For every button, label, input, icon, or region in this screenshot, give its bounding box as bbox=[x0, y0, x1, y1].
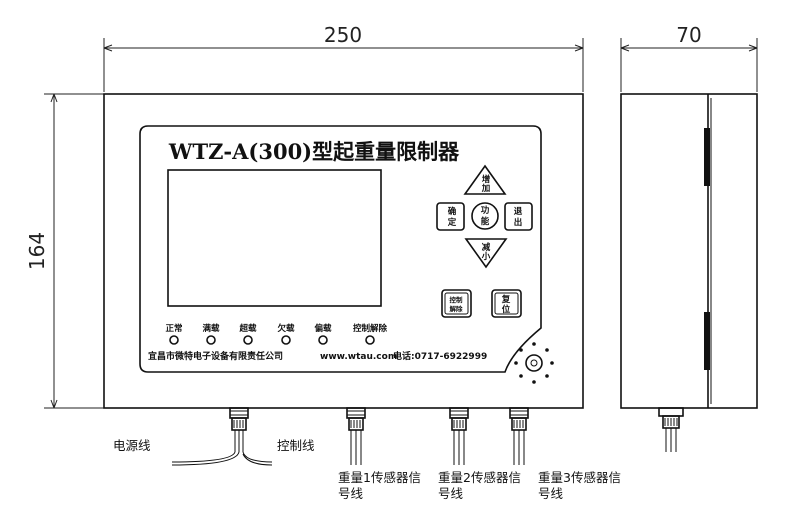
indicator-label-normal: 正常 bbox=[165, 323, 182, 334]
indicator-label-overload: 超载 bbox=[238, 323, 257, 334]
indicator-row: 正常 满载 超载 欠载 偏载 控制解除 bbox=[165, 323, 388, 345]
svg-text:减: 减 bbox=[482, 242, 491, 253]
depth-dimension: 70 bbox=[620, 23, 758, 92]
down-button[interactable]: 减 小 bbox=[464, 238, 508, 269]
svg-text:出: 出 bbox=[514, 217, 523, 228]
svg-text:解除: 解除 bbox=[450, 304, 464, 313]
sensor3-cable-label: 重量3传感器信 bbox=[538, 470, 621, 485]
svg-text:加: 加 bbox=[481, 183, 491, 194]
indicator-label-offset: 偏载 bbox=[314, 323, 332, 334]
cable-gland-sensor2 bbox=[449, 407, 469, 465]
reset-button[interactable]: 复 位 bbox=[491, 289, 522, 318]
cable-gland-power bbox=[229, 407, 249, 452]
confirm-button[interactable]: 确 定 bbox=[436, 202, 465, 231]
height-label: 164 bbox=[25, 232, 49, 270]
function-button[interactable]: 功 能 bbox=[471, 202, 499, 230]
cable-gland-sensor1 bbox=[346, 407, 366, 465]
speaker-grille bbox=[514, 342, 554, 384]
svg-text:退: 退 bbox=[514, 206, 523, 217]
height-dimension: 164 bbox=[25, 93, 104, 409]
company-phone: 电话:0717-6922999 bbox=[393, 350, 487, 362]
sensor1-cable-label-line2: 号线 bbox=[338, 486, 364, 501]
led-full bbox=[206, 335, 216, 345]
power-cable-label: 电源线 bbox=[113, 438, 151, 453]
svg-text:控制: 控制 bbox=[450, 295, 464, 304]
lcd-screen bbox=[167, 169, 382, 307]
svg-text:确: 确 bbox=[448, 206, 457, 217]
company-name: 宜昌市微特电子设备有限责任公司 bbox=[148, 350, 283, 362]
svg-text:定: 定 bbox=[447, 217, 457, 228]
enclosure-side bbox=[620, 93, 758, 409]
lower-hinge bbox=[704, 312, 710, 370]
indicator-label-control-release: 控制解除 bbox=[353, 323, 388, 334]
sensor2-cable-label-line2: 号线 bbox=[438, 486, 464, 501]
svg-text:功: 功 bbox=[481, 205, 490, 216]
company-website: www.wtau.com bbox=[320, 352, 397, 362]
svg-text:复: 复 bbox=[501, 294, 511, 305]
depth-label: 70 bbox=[676, 23, 701, 47]
front-panel bbox=[139, 125, 542, 373]
width-label: 250 bbox=[324, 23, 362, 47]
svg-text:位: 位 bbox=[502, 304, 511, 315]
led-offset bbox=[318, 335, 328, 345]
control-release-button[interactable]: 控制 解除 bbox=[441, 289, 472, 318]
sensor3-cable-label-line2: 号线 bbox=[538, 486, 564, 501]
svg-text:能: 能 bbox=[481, 216, 490, 227]
led-overload bbox=[243, 335, 253, 345]
indicator-label-underload: 欠载 bbox=[277, 323, 295, 334]
control-cable-label: 控制线 bbox=[277, 438, 315, 453]
front-view: WTZ-A(300)型起重量限制器 增 加 减 小 确 定 功 能 bbox=[103, 93, 621, 501]
width-dimension: 250 bbox=[103, 23, 584, 92]
side-view bbox=[620, 93, 758, 452]
power-control-cables bbox=[171, 451, 273, 466]
led-normal bbox=[169, 335, 179, 345]
sensor2-cable-label: 重量2传感器信 bbox=[438, 470, 521, 485]
up-button[interactable]: 增 加 bbox=[463, 164, 507, 195]
upper-hinge bbox=[704, 128, 710, 186]
svg-text:小: 小 bbox=[481, 251, 491, 262]
panel-title: WTZ-A(300)型起重量限制器 bbox=[168, 139, 460, 164]
exit-button[interactable]: 退 出 bbox=[504, 202, 533, 231]
side-cable-gland bbox=[658, 407, 684, 452]
indicator-label-full: 满载 bbox=[202, 323, 220, 334]
led-control-release bbox=[365, 335, 375, 345]
svg-text:增: 增 bbox=[482, 174, 491, 185]
enclosure-front bbox=[103, 93, 584, 409]
sensor1-cable-label: 重量1传感器信 bbox=[338, 470, 421, 485]
cable-gland-sensor3 bbox=[509, 407, 529, 465]
led-underload bbox=[281, 335, 291, 345]
